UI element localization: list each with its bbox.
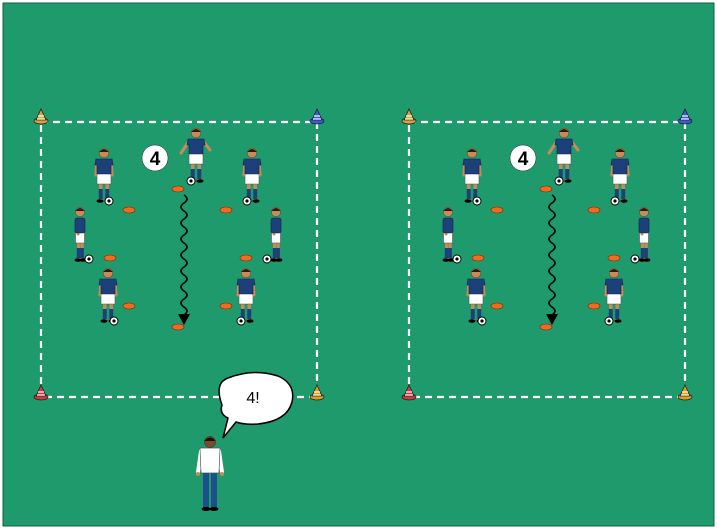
drill-area-left: 4: [33, 108, 325, 401]
soccer-player-icon: [179, 127, 212, 183]
soccer-player-icon: [466, 267, 486, 323]
speech-bubble-text: 4!: [246, 390, 259, 407]
disc-marker-icon: [171, 185, 185, 193]
soccer-player-icon: [270, 207, 283, 262]
disc-marker-icon: [607, 254, 621, 262]
soccer-ball-icon: [242, 196, 252, 206]
disc-marker-icon: [219, 302, 233, 310]
soccer-player-icon: [236, 267, 256, 323]
number-badge-text: 4: [150, 149, 161, 170]
dashed-boundary: [39, 120, 319, 399]
disc-marker-icon: [239, 254, 253, 262]
soccer-ball-icon: [610, 196, 620, 206]
arrow-head: [178, 314, 190, 325]
soccer-player-icon: [98, 267, 118, 323]
disc-marker-icon: [587, 302, 601, 310]
soccer-ball-icon: [104, 196, 114, 206]
coach: 4!: [196, 371, 294, 511]
drill-area-right: 4: [401, 108, 693, 401]
cone-icon: [33, 108, 49, 125]
disc-marker-icon: [122, 302, 136, 310]
disc-marker-icon: [219, 206, 233, 214]
arrow-head: [546, 314, 558, 325]
soccer-player-icon: [74, 207, 87, 262]
cone-icon: [677, 108, 693, 125]
soccer-player-icon: [94, 147, 114, 203]
cone-icon: [33, 384, 49, 401]
soccer-player-icon: [442, 207, 455, 262]
disc-marker-icon: [490, 206, 504, 214]
soccer-ball-icon: [630, 254, 640, 264]
disc-marker-icon: [471, 254, 485, 262]
dribble-arrow: [180, 194, 188, 316]
soccer-player-icon: [547, 127, 580, 183]
number-badge: 4: [509, 144, 537, 172]
disc-marker-icon: [539, 185, 553, 193]
soccer-ball-icon: [452, 254, 462, 264]
soccer-ball-icon: [109, 316, 119, 326]
soccer-ball-icon: [84, 254, 94, 264]
disc-marker-icon: [587, 206, 601, 214]
soccer-player-icon: [638, 207, 651, 262]
coach-icon: [196, 436, 224, 511]
cone-icon: [401, 384, 417, 401]
soccer-ball-icon: [604, 316, 614, 326]
cone-icon: [677, 384, 693, 401]
number-badge: 4: [141, 144, 169, 172]
disc-marker-icon: [122, 206, 136, 214]
soccer-ball-icon: [262, 254, 272, 264]
disc-marker-icon: [539, 323, 553, 331]
number-badge-text: 4: [518, 149, 529, 170]
cone-icon: [309, 108, 325, 125]
soccer-ball-icon: [477, 316, 487, 326]
soccer-ball-icon: [236, 316, 246, 326]
soccer-player-icon: [462, 147, 482, 203]
soccer-player-icon: [242, 147, 262, 203]
disc-marker-icon: [103, 254, 117, 262]
cone-icon: [401, 108, 417, 125]
disc-marker-icon: [171, 323, 185, 331]
soccer-ball-icon: [472, 196, 482, 206]
soccer-player-icon: [604, 267, 624, 323]
soccer-ball-icon: [554, 176, 564, 186]
soccer-player-icon: [610, 147, 630, 203]
dribble-arrow: [548, 194, 556, 316]
cone-icon: [309, 384, 325, 401]
dashed-boundary: [407, 120, 687, 399]
disc-marker-icon: [490, 302, 504, 310]
speech-bubble: [218, 371, 294, 439]
soccer-ball-icon: [186, 176, 196, 186]
